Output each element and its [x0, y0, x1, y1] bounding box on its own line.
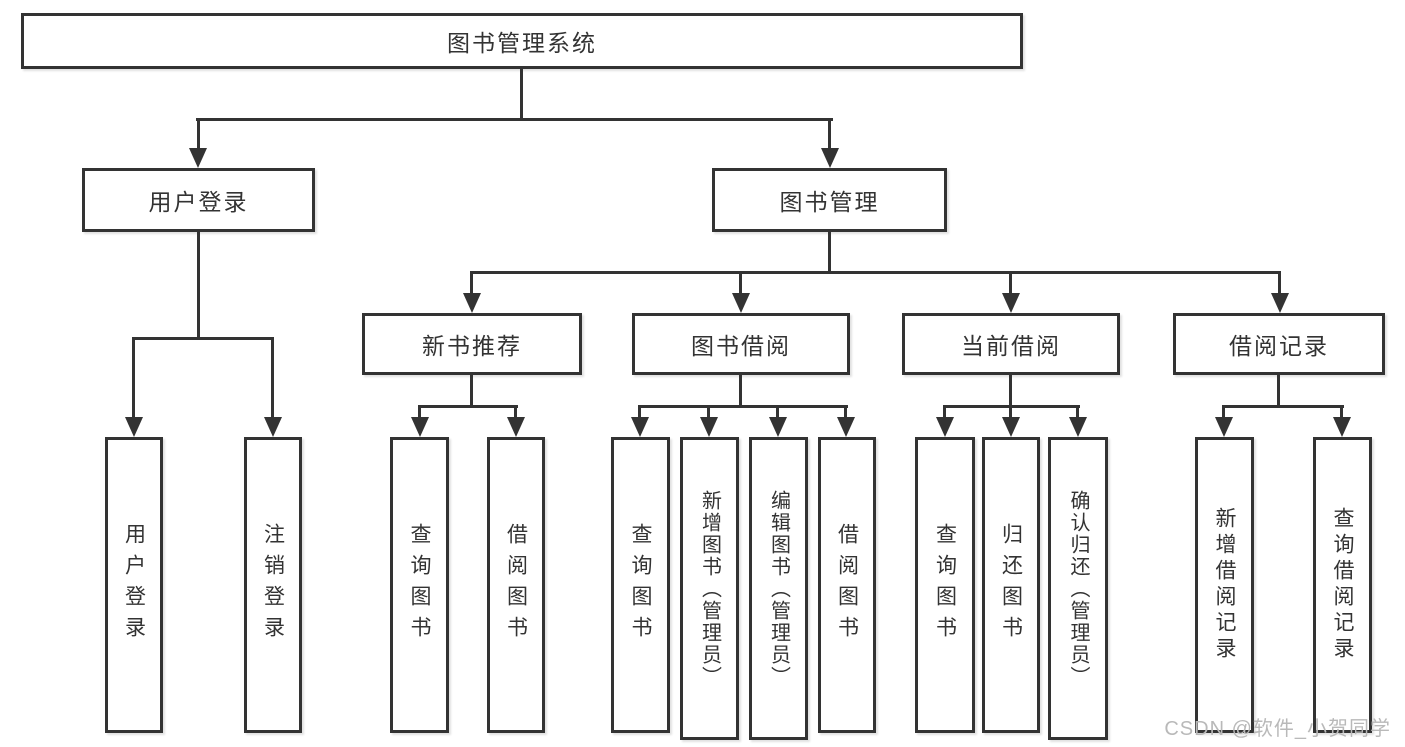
edge-to-leaf-logout	[271, 337, 274, 417]
edge-book-mgmt-hbar	[470, 271, 1281, 274]
node-label: 查询图书	[933, 523, 957, 647]
edge-to-bb-query	[638, 405, 641, 417]
edge-root-stem	[520, 69, 523, 118]
node-label: 新增图书（管理员）	[698, 489, 721, 688]
leaf-bb-borrow-books: 借阅图书	[818, 437, 876, 733]
edge-book-mgmt-stem	[828, 232, 831, 271]
edge-to-bb-borrow	[844, 405, 847, 417]
arrowhead-to-cb-return	[1002, 417, 1020, 437]
node-label: 用户登录	[148, 189, 249, 215]
node-label: 图书管理	[779, 189, 880, 215]
arrowhead-to-nb-query	[411, 417, 429, 437]
arrowhead-to-br-add	[1215, 417, 1233, 437]
node-new-book-recommend: 新书推荐	[362, 313, 582, 375]
node-label: 借阅记录	[1229, 333, 1329, 359]
edge-to-bb-edit	[776, 405, 779, 417]
arrowhead-to-nb-borrow	[507, 417, 525, 437]
leaf-cb-return-books: 归还图书	[982, 437, 1040, 733]
leaf-cb-query-books: 查询图书	[915, 437, 975, 733]
arrowhead-to-cb-query	[936, 417, 954, 437]
leaf-nb-query-books: 查询图书	[390, 437, 449, 733]
edge-to-br-query	[1340, 405, 1343, 417]
node-label: 图书借阅	[691, 333, 791, 359]
node-user-login: 用户登录	[82, 168, 315, 232]
leaf-cb-confirm-return-admin: 确认归还（管理员）	[1048, 437, 1108, 740]
csdn-watermark: CSDN @软件_小贺同学	[1164, 718, 1391, 740]
node-label: 借阅图书	[835, 523, 859, 647]
leaf-user-login: 用户登录	[105, 437, 163, 733]
arrowhead-to-bb-borrow	[837, 417, 855, 437]
edge-to-nb-query	[418, 405, 421, 417]
edge-to-current-borrow	[1009, 271, 1012, 293]
edge-to-cb-query	[943, 405, 946, 417]
node-label: 查询借阅记录	[1331, 507, 1354, 663]
node-root-library-system: 图书管理系统	[21, 13, 1023, 69]
edge-to-book-mgmt	[828, 118, 831, 150]
node-current-borrowing: 当前借阅	[902, 313, 1120, 375]
node-label: 当前借阅	[961, 333, 1061, 359]
leaf-nb-borrow-books: 借阅图书	[487, 437, 545, 733]
leaf-br-query-record: 查询借阅记录	[1313, 437, 1372, 733]
node-label: 查询图书	[629, 523, 652, 647]
edge-new-book-rec-hbar	[418, 405, 518, 408]
arrowhead-to-bb-add	[700, 417, 718, 437]
arrowhead-to-user-login	[189, 148, 207, 168]
edge-to-new-book-rec	[470, 271, 473, 293]
node-label: 查询图书	[408, 523, 431, 647]
edge-book-borrow-hbar	[638, 405, 848, 408]
node-label: 图书管理系统	[447, 30, 597, 56]
edge-to-cb-confirm	[1076, 405, 1079, 417]
edge-to-nb-borrow	[514, 405, 517, 417]
arrowhead-to-leaf-logout	[264, 417, 282, 437]
node-label: 编辑图书（管理员）	[767, 489, 790, 688]
arrowhead-to-br-query	[1333, 417, 1351, 437]
arrowhead-to-leaf-user-login	[125, 417, 143, 437]
arrowhead-to-cb-confirm	[1069, 417, 1087, 437]
node-label: 归还图书	[999, 523, 1023, 647]
edge-user-login-stem	[197, 232, 200, 337]
edge-new-book-rec-stem	[470, 375, 473, 405]
arrowhead-to-bb-edit	[769, 417, 787, 437]
node-borrow-records: 借阅记录	[1173, 313, 1385, 375]
edge-current-borrow-stem	[1009, 375, 1012, 405]
arrowhead-to-book-mgmt	[821, 148, 839, 168]
arrowhead-to-borrow-records	[1271, 293, 1289, 313]
node-book-borrowing: 图书借阅	[632, 313, 850, 375]
edge-to-book-borrow	[739, 271, 742, 293]
node-label: 用户登录	[122, 523, 146, 647]
leaf-br-add-record: 新增借阅记录	[1195, 437, 1254, 733]
arrowhead-to-current-borrow	[1002, 293, 1020, 313]
edge-to-br-add	[1222, 405, 1225, 417]
arrowhead-to-book-borrow	[732, 293, 750, 313]
edge-to-user-login	[197, 118, 200, 150]
edge-to-cb-return	[1009, 405, 1012, 417]
node-label: 借阅图书	[504, 523, 528, 647]
node-label: 注销登录	[261, 523, 285, 647]
edge-borrow-records-hbar	[1222, 405, 1344, 408]
arrowhead-to-new-book-rec	[463, 293, 481, 313]
node-book-management: 图书管理	[712, 168, 947, 232]
leaf-bb-edit-books-admin: 编辑图书（管理员）	[749, 437, 808, 740]
edge-user-login-hbar	[132, 337, 274, 340]
leaf-bb-query-books: 查询图书	[611, 437, 670, 733]
node-label: 确认归还（管理员）	[1067, 489, 1089, 688]
edge-book-borrow-stem	[739, 375, 742, 405]
edge-root-hbar	[196, 118, 833, 121]
edge-borrow-records-stem	[1277, 375, 1280, 405]
edge-to-borrow-records	[1278, 271, 1281, 293]
edge-to-leaf-user-login	[132, 337, 135, 417]
leaf-bb-add-books-admin: 新增图书（管理员）	[680, 437, 739, 740]
node-label: 新书推荐	[422, 333, 522, 359]
arrowhead-to-bb-query	[631, 417, 649, 437]
node-label: 新增借阅记录	[1213, 507, 1236, 663]
leaf-logout-login: 注销登录	[244, 437, 302, 733]
edge-to-bb-add	[707, 405, 710, 417]
